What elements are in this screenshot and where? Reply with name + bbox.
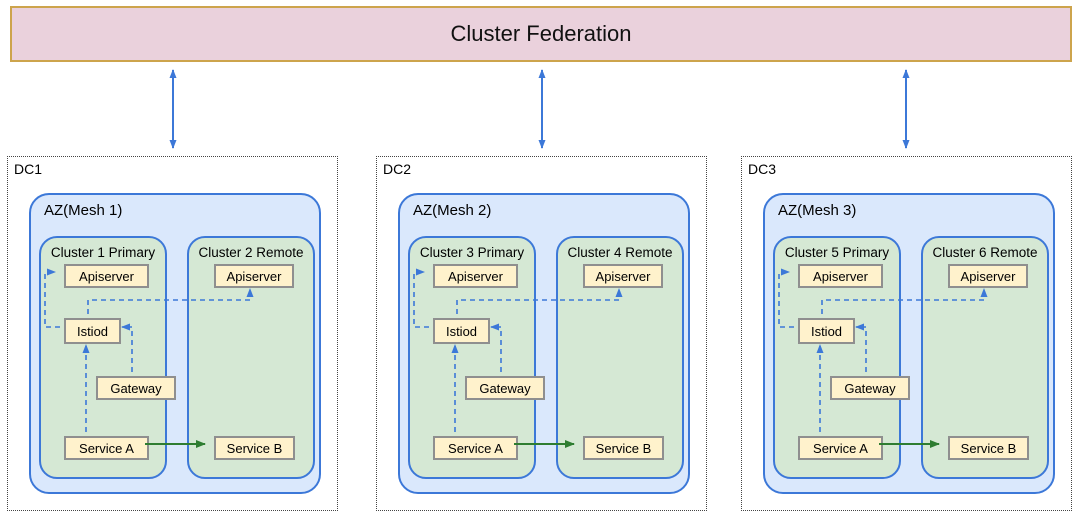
dc1-primary-cluster: Cluster 1 Primary Apiserver Istiod Gatew…: [39, 236, 176, 479]
dc1-box: DC1 AZ(Mesh 1) Cluster 1 Primary Apiserv…: [7, 156, 338, 511]
dc1-remote-apiserver-node: Apiserver: [214, 264, 294, 288]
dc2-az-box: AZ(Mesh 2) Cluster 3 Primary Apiserver I…: [398, 193, 690, 494]
dc1-remote-cluster-label: Cluster 2 Remote: [198, 245, 304, 260]
dc2-label: DC2: [383, 161, 412, 177]
dc3-service-a-node: Service A: [798, 436, 883, 460]
dc2-gateway-node: Gateway: [465, 376, 545, 400]
cluster-federation-banner: Cluster Federation: [10, 6, 1072, 62]
dc2-remote-cluster: Cluster 4 Remote Apiserver Service B: [556, 236, 684, 479]
dc3-remote-apiserver-node: Apiserver: [948, 264, 1028, 288]
dc2-box: DC2 AZ(Mesh 2) Cluster 3 Primary Apiserv…: [376, 156, 707, 511]
dc3-primary-apiserver-node: Apiserver: [798, 264, 883, 288]
dc3-gateway-node: Gateway: [830, 376, 910, 400]
dc1-istiod-node: Istiod: [64, 318, 121, 344]
dc2-remote-cluster-label: Cluster 4 Remote: [567, 245, 673, 260]
dc2-remote-apiserver-node: Apiserver: [583, 264, 663, 288]
dc3-az-label: AZ(Mesh 3): [778, 202, 857, 219]
dc2-istiod-node: Istiod: [433, 318, 490, 344]
dc3-primary-cluster-label: Cluster 5 Primary: [784, 245, 890, 260]
dc3-remote-cluster-label: Cluster 6 Remote: [932, 245, 1038, 260]
dc1-primary-apiserver-node: Apiserver: [64, 264, 149, 288]
dc3-remote-cluster: Cluster 6 Remote Apiserver Service B: [921, 236, 1049, 479]
dc1-az-label: AZ(Mesh 1): [44, 202, 123, 219]
dc2-service-b-node: Service B: [583, 436, 664, 460]
dc2-service-a-node: Service A: [433, 436, 518, 460]
dc1-service-b-node: Service B: [214, 436, 295, 460]
cluster-federation-title: Cluster Federation: [450, 21, 632, 46]
dc2-primary-cluster-label: Cluster 3 Primary: [419, 245, 525, 260]
dc1-remote-cluster: Cluster 2 Remote Apiserver Service B: [187, 236, 315, 479]
dc3-label: DC3: [748, 161, 777, 177]
dc3-primary-cluster: Cluster 5 Primary Apiserver Istiod Gatew…: [773, 236, 910, 479]
dc3-istiod-node: Istiod: [798, 318, 855, 344]
dc2-az-label: AZ(Mesh 2): [413, 202, 492, 219]
dc1-az-box: AZ(Mesh 1) Cluster 1 Primary Apiserver I…: [29, 193, 321, 494]
dc1-service-a-node: Service A: [64, 436, 149, 460]
dc1-label: DC1: [14, 161, 43, 177]
dc3-box: DC3 AZ(Mesh 3) Cluster 5 Primary Apiserv…: [741, 156, 1072, 511]
dc1-primary-cluster-label: Cluster 1 Primary: [50, 245, 156, 260]
dc2-primary-cluster: Cluster 3 Primary Apiserver Istiod Gatew…: [408, 236, 545, 479]
dc2-primary-apiserver-node: Apiserver: [433, 264, 518, 288]
dc3-service-b-node: Service B: [948, 436, 1029, 460]
dc3-az-box: AZ(Mesh 3) Cluster 5 Primary Apiserver I…: [763, 193, 1055, 494]
dc1-gateway-node: Gateway: [96, 376, 176, 400]
